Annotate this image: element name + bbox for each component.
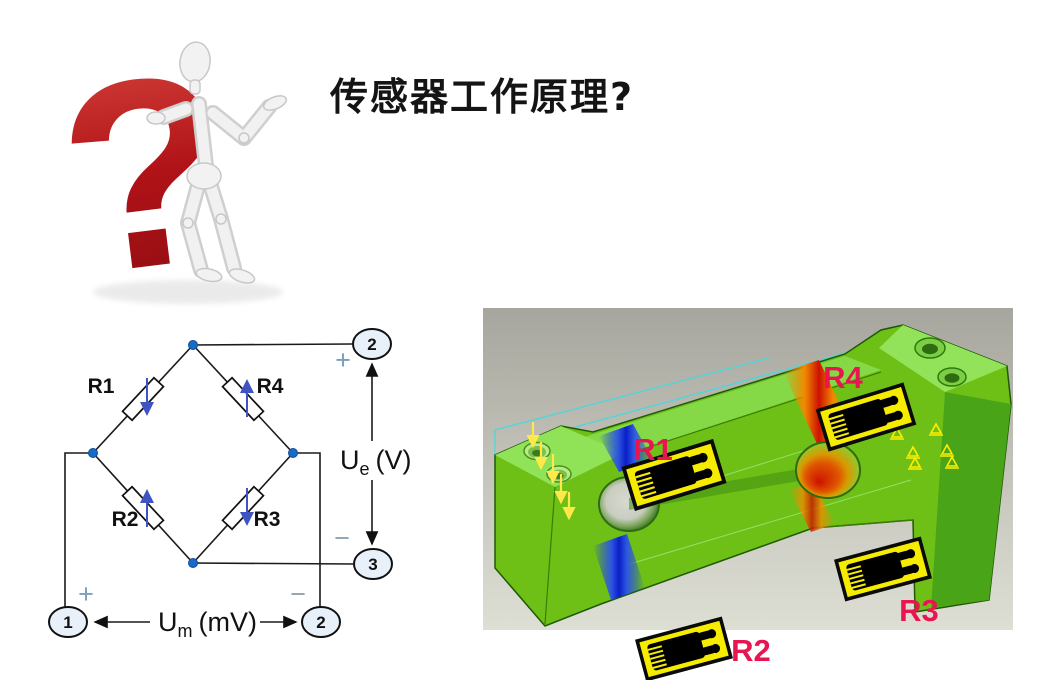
load-cell-fea-image: R1 R4 R2 R3 (483, 308, 1013, 680)
question-mark-glyph: ? (58, 18, 245, 313)
terminal-output-minus (301, 606, 341, 638)
output-voltage: Um(mV) (93, 607, 298, 641)
bridge-nodes (88, 340, 298, 568)
terminal-excitation-minus (353, 548, 393, 580)
compression-band-bottom (593, 534, 645, 600)
terminal-excitation-plus (352, 328, 392, 360)
mounting-holes-right (914, 337, 967, 387)
plus-sign-excitation: + (335, 345, 351, 375)
bridge-circuit-diagram: R1 R4 R2 R3 Ue(V) Um(mV) + − + − 2 3 1 (48, 328, 412, 641)
question-figure: ? (58, 18, 288, 313)
output-voltage-label: Um(mV) (158, 607, 257, 641)
excitation-voltage-label: Ue(V) (340, 445, 412, 479)
plus-sign-output: + (78, 579, 94, 609)
compression-band-top (599, 424, 653, 472)
load-arrows (526, 422, 576, 521)
constraint-symbols (890, 422, 959, 470)
minus-sign-excitation: − (334, 523, 350, 553)
beam-hole-right (795, 441, 861, 499)
label-r2: R2 (112, 508, 139, 531)
figure-shadow (93, 280, 283, 304)
terminal-number-1: 1 (63, 613, 72, 632)
strain-direction-arrows (140, 378, 254, 527)
minus-sign-output: − (290, 579, 306, 609)
terminal-output-plus (48, 606, 88, 638)
tension-band-bottom (789, 482, 835, 532)
bridge-terminals (48, 328, 393, 638)
resistor-symbols (121, 376, 265, 531)
terminal-number-2-top: 2 (367, 335, 376, 354)
mannequin-hand (262, 95, 288, 111)
terminal-number-3: 3 (368, 555, 377, 574)
excitation-voltage: Ue(V) (340, 362, 412, 546)
gauge-label-r1: R1 (633, 432, 673, 467)
label-r4: R4 (257, 375, 284, 398)
label-r3: R3 (254, 508, 281, 531)
gauge-label-r2: R2 (731, 633, 771, 668)
label-r1: R1 (88, 375, 115, 398)
gauge-label-r4: R4 (823, 360, 863, 395)
resistor-r1 (121, 376, 165, 422)
beam-slot (629, 464, 828, 510)
page-title: 传感器工作原理? (330, 75, 635, 119)
mannequin-figure (146, 41, 288, 284)
gauge-label-r3: R3 (899, 593, 939, 628)
terminal-number-2-bottom: 2 (316, 613, 325, 632)
